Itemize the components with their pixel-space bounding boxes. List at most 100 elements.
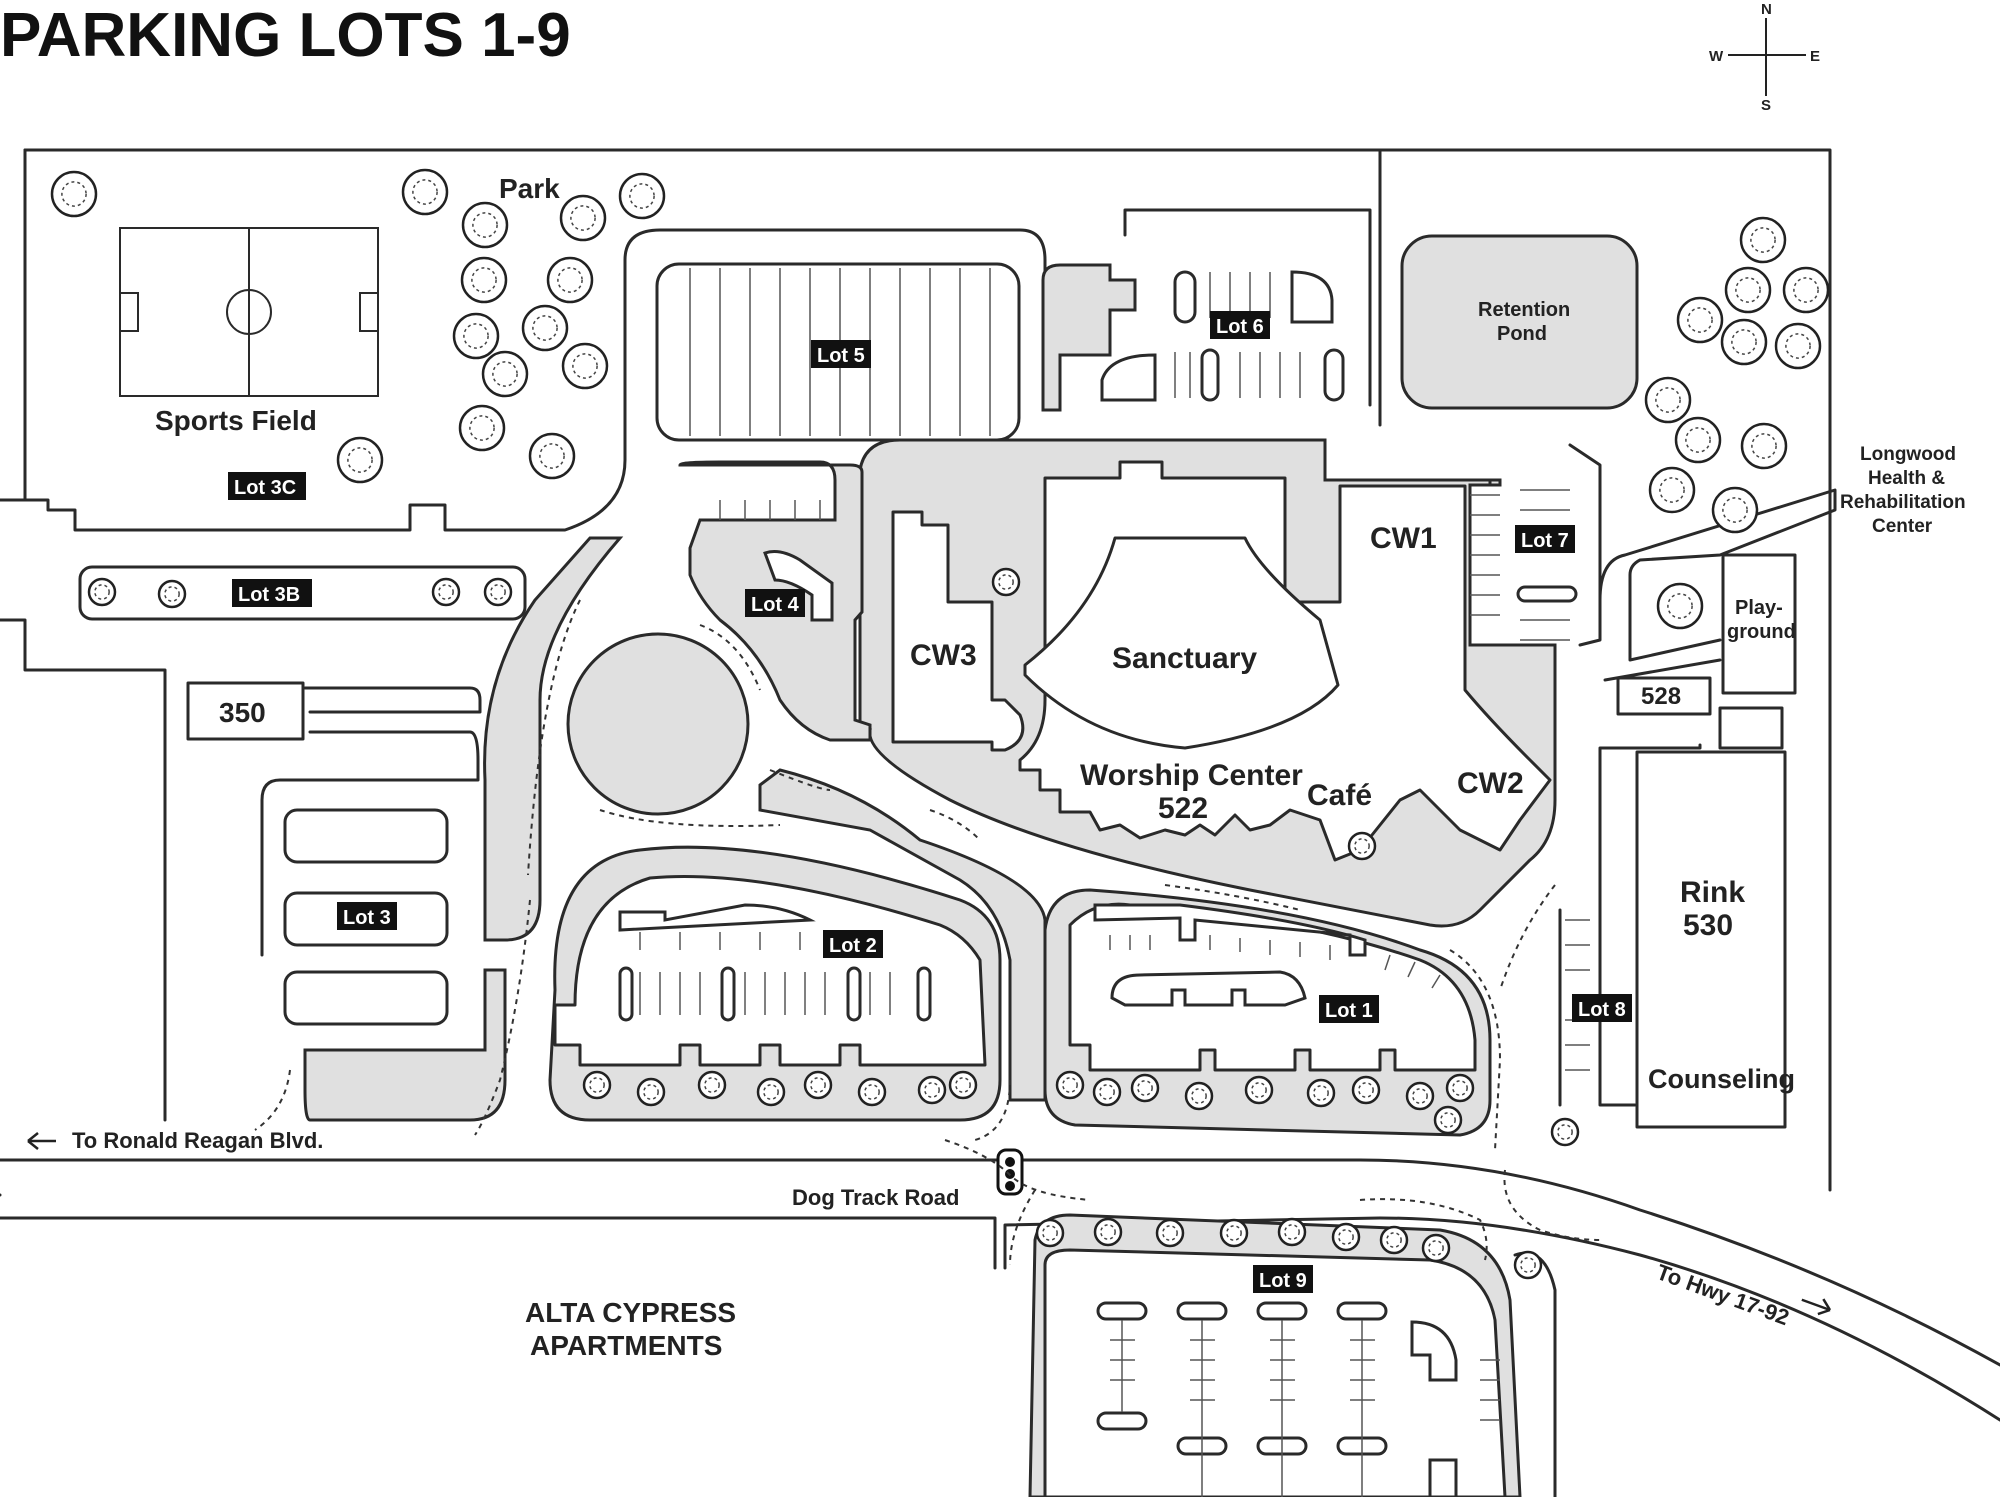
cw1-label: CW1: [1370, 522, 1437, 555]
playground-label-1: Play-: [1735, 597, 1783, 619]
lot-labels: Lot 5 Lot 6 Lot 4 Lot 7 Lot 3C Lot 3B Lo…: [228, 311, 1632, 1293]
tree-icon: [917, 1075, 947, 1105]
lot-3-island-3: [283, 970, 449, 1026]
traffic-flow-arrows: [254, 599, 1601, 1266]
retention-pond: [1400, 234, 1639, 410]
tree-icon: [521, 304, 569, 352]
lot-9-label: Lot 9: [1259, 1270, 1307, 1292]
tree-icon: [1724, 266, 1772, 314]
longwood-label-3: Rehabilitation: [1840, 492, 1966, 513]
dog-track-road-label: Dog Track Road: [792, 1185, 959, 1210]
longwood-label-2: Health &: [1868, 468, 1945, 489]
tree-icon: [452, 312, 500, 360]
lot-3-label: Lot 3: [343, 907, 391, 929]
tree-icon: [1782, 266, 1830, 314]
rink-label: Rink: [1680, 876, 1745, 909]
tree-icon: [1130, 1073, 1160, 1103]
tree-icon: [1644, 376, 1692, 424]
lot-3-island-1: [283, 808, 449, 864]
tree-icon: [1184, 1081, 1214, 1111]
lot-2-label: Lot 2: [829, 935, 877, 957]
lot-9-stalls: [1110, 1339, 1500, 1421]
building-350: [186, 681, 305, 741]
lot-7-stalls: [1470, 489, 1570, 641]
tree-icon: [1244, 1075, 1274, 1105]
tree-icon: [481, 350, 529, 398]
tree-icon: [1774, 322, 1822, 370]
worship-center-label: Worship Center: [1080, 759, 1303, 792]
worship-center-number: 522: [1158, 792, 1208, 825]
tree-icon: [618, 172, 666, 220]
tree-icon: [1405, 1081, 1435, 1111]
compass-north: N: [1761, 1, 1772, 18]
tree-icon: [1421, 1233, 1451, 1263]
tree-icon: [756, 1077, 786, 1107]
tree-icon: [1055, 1070, 1085, 1100]
tree-icon: [1656, 582, 1704, 630]
arrow-right-icon: [1801, 1298, 1832, 1316]
sanctuary-building: [1023, 536, 1340, 750]
cw2-label: CW2: [1457, 767, 1524, 800]
lot-3-corner: [303, 968, 507, 1122]
rink-building: [1635, 750, 1787, 1129]
compass-east: E: [1810, 48, 1820, 65]
playground-label-2: ground: [1727, 621, 1796, 643]
tree-icon: [948, 1070, 978, 1100]
tree-icon: [1306, 1078, 1336, 1108]
tree-icon: [458, 404, 506, 452]
tree-icon: [87, 577, 117, 607]
playground: [1721, 553, 1797, 695]
compass-south: S: [1761, 97, 1771, 114]
retention-label-1: Retention: [1478, 299, 1570, 321]
dog-track-road: [0, 1158, 2000, 1367]
tree-icon: [401, 168, 449, 216]
tree-icon: [991, 567, 1021, 597]
lot-4-label: Lot 4: [751, 594, 800, 616]
tree-icon: [636, 1077, 666, 1107]
compass-west: W: [1709, 48, 1724, 65]
tree-icon: [857, 1077, 887, 1107]
tree-icon: [1445, 1073, 1475, 1103]
tree-icon: [483, 577, 513, 607]
lot-5-stalls: [689, 268, 991, 436]
tree-icon: [559, 194, 607, 242]
lot-5-label: Lot 5: [817, 345, 865, 367]
lot-3c-label: Lot 3C: [234, 477, 296, 499]
tree-icon: [50, 170, 98, 218]
tree-icon: [431, 577, 461, 607]
tree-icon: [1513, 1250, 1543, 1280]
sanctuary-label: Sanctuary: [1112, 642, 1257, 675]
tree-icon: [1092, 1077, 1122, 1107]
tree-icon: [582, 1070, 612, 1100]
retention-label-2: Pond: [1497, 323, 1547, 345]
compass-icon: N S E W: [1709, 1, 1820, 114]
tree-icon: [528, 432, 576, 480]
lot-8-label: Lot 8: [1578, 999, 1626, 1021]
tree-icon: [157, 579, 187, 609]
tree-icon: [1676, 296, 1724, 344]
alta-cypress-label-2: APARTMENTS: [530, 1330, 722, 1361]
page-title: PARKING LOTS 1-9: [0, 1, 571, 70]
tree-icon: [1740, 422, 1788, 470]
tree-icon: [1155, 1218, 1185, 1248]
traffic-light-icon: [996, 1148, 1024, 1196]
tree-icon: [1674, 416, 1722, 464]
west-lane: [483, 536, 624, 942]
longwood-label-1: Longwood: [1860, 444, 1956, 465]
sports-field-area: [23, 148, 1047, 532]
tree-icon: [1648, 466, 1696, 514]
tree-icon: [1093, 1217, 1123, 1247]
lot-7-label: Lot 7: [1521, 530, 1569, 552]
tree-icon: [1219, 1218, 1249, 1248]
tree-icon: [561, 342, 609, 390]
lot-6-label: Lot 6: [1216, 316, 1264, 338]
lot-9-parking: [1043, 1248, 1507, 1497]
lot-8-stalls: [1565, 919, 1590, 1071]
tree-icon: [1277, 1217, 1307, 1247]
tree-icon: [1351, 1075, 1381, 1105]
tree-icon: [1035, 1218, 1065, 1248]
trees: [50, 168, 1830, 1280]
cafe-label: Café: [1307, 779, 1372, 812]
lot-6-stalls: [1174, 272, 1301, 398]
